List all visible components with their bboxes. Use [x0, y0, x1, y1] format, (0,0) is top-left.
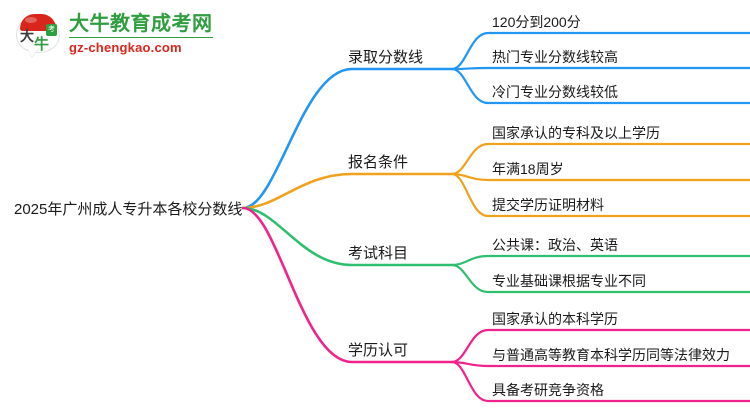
mindmap-branch-node[interactable]: 报名条件: [348, 154, 409, 171]
speech-bubble-tail: [27, 48, 39, 57]
mindmap-branch-node[interactable]: 录取分数线: [348, 49, 424, 66]
logo-char-niu: 牛: [34, 36, 50, 53]
logo-domain: gz-chengkao.com: [69, 40, 182, 55]
mindmap-leaf-node[interactable]: 国家承认的专科及以上学历: [492, 125, 660, 141]
mindmap-root-node[interactable]: 2025年广州成人专升本各校分数线: [14, 201, 243, 218]
mindmap-leaf-node[interactable]: 年满18周岁: [492, 161, 564, 177]
mindmap-branch-node[interactable]: 学历认可: [348, 342, 409, 359]
logo-mark-icon: 考 大 牛: [14, 11, 62, 57]
site-logo: 考 大 牛 大牛教育成考网 gz-chengkao.com: [14, 8, 224, 60]
logo-title: 大牛教育成考网: [69, 13, 213, 35]
mindmap-leaf-node[interactable]: 公共课：政治、英语: [492, 237, 618, 253]
mindmap-leaf-node[interactable]: 专业基础课根据专业不同: [492, 273, 646, 289]
mindmap-leaf-node[interactable]: 冷门专业分数线较低: [492, 84, 618, 100]
logo-char-da: 大: [20, 28, 34, 44]
logo-text-block: 大牛教育成考网 gz-chengkao.com: [69, 14, 213, 54]
green-chip-shape: [46, 24, 57, 36]
logo-divider: [69, 37, 213, 38]
dome-highlight: [25, 17, 37, 23]
mindmap-leaf-node[interactable]: 120分到200分: [492, 14, 581, 30]
mindmap-leaf-node[interactable]: 国家承认的本科学历: [492, 311, 618, 327]
mindmap-leaf-node[interactable]: 与普通高等教育本科学历同等法律效力: [492, 347, 730, 363]
mindmap-leaf-node[interactable]: 具备考研竞争资格: [492, 382, 604, 398]
mindmap-leaf-node[interactable]: 提交学历证明材料: [492, 197, 604, 213]
logo-chip-char: 考: [48, 26, 55, 33]
mindmap-leaf-node[interactable]: 热门专业分数线较高: [492, 49, 618, 65]
mindmap-branch-node[interactable]: 考试科目: [348, 245, 409, 262]
